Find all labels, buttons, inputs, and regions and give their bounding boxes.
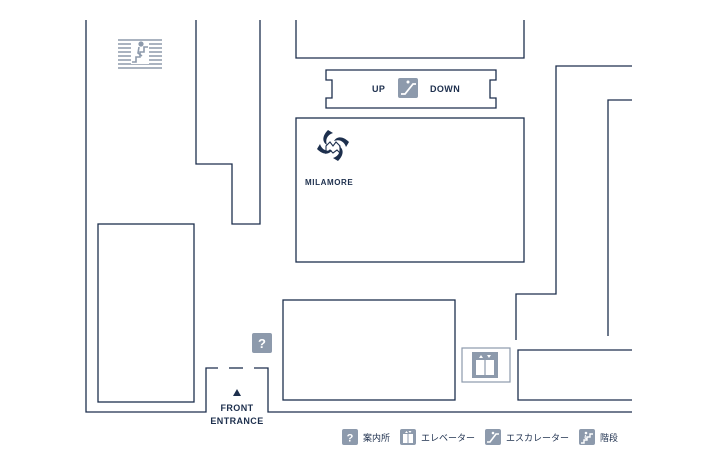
escalator-icon-map [398,78,418,98]
entrance-line2: ENTRANCE [210,416,264,426]
store-right-inner [607,99,632,336]
stairs-icon-map [118,38,162,70]
legend-info: ? 案内所 [342,429,390,445]
info-icon-map: ? [252,333,272,353]
store-top-center [295,20,525,59]
store-right-lower [517,349,632,401]
store-milamore [295,117,525,263]
legend-stairs: 階段 [579,429,618,445]
milamore-logo-icon [317,130,349,161]
store-bottom-center [282,299,456,401]
corridor-wall-upper-left [195,20,261,225]
escalator-block [325,69,497,109]
store-left-lower [97,223,195,403]
stairs-icon [579,429,596,445]
legend-elevator: エレベーター [400,429,475,445]
legend-label: エレベーター [421,433,476,444]
entrance-arrow-icon [233,389,241,396]
elevator-icon-map [461,347,511,383]
elevator-icon [400,429,417,445]
entrance-line1: FRONT [220,403,254,413]
front-entrance-label: FRONT ENTRANCE [200,402,274,428]
info-icon: ? [342,429,358,445]
legend-label: 案内所 [363,433,391,444]
outer-wall-right [254,367,632,413]
legend-label: エスカレーター [506,433,570,444]
map-legend: ? 案内所 エレベーター エスカレーター 階段 [342,429,618,445]
svg-text:?: ? [347,433,354,445]
escalator-up-label: UP [372,84,386,94]
svg-text:?: ? [258,336,266,351]
store-right-outer [515,65,632,340]
escalator-icon [485,429,502,445]
legend-label: 階段 [600,433,619,444]
escalator-down-label: DOWN [430,84,461,94]
outer-wall-left [85,20,218,413]
store-name-milamore[interactable]: MILAMORE [305,178,354,187]
legend-escalator: エスカレーター [485,429,569,445]
